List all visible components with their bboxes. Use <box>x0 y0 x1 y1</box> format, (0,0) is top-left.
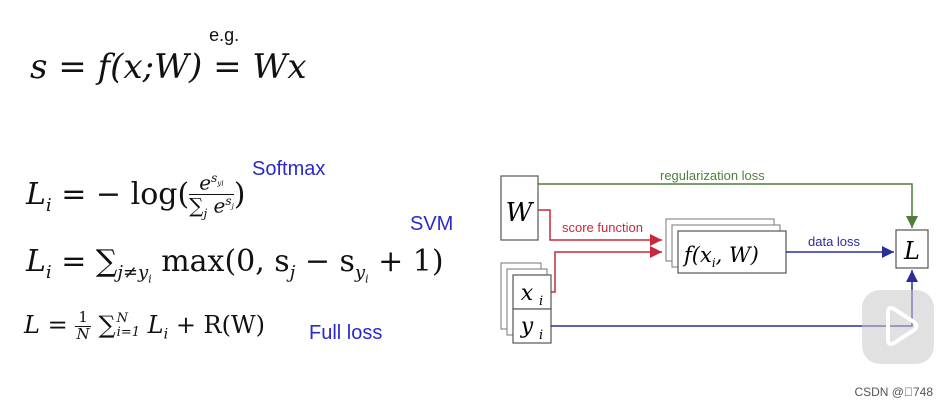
svm-sum-sub: j≠y <box>117 262 149 283</box>
svm-body: max(0, s <box>161 244 290 279</box>
score-eq: = <box>58 47 87 87</box>
watermark: CSDN @ 748 <box>854 385 933 399</box>
yi-box <box>512 308 552 344</box>
svm-sy-sub2: i <box>365 272 369 286</box>
l-box <box>895 229 929 269</box>
full-frac-den: N <box>76 324 90 343</box>
svm-label: SVM <box>410 213 454 235</box>
score-eq2: = <box>213 47 242 87</box>
regularization-arrow <box>538 183 918 228</box>
den-exp-sub: j <box>231 201 234 211</box>
softmax-neglog: − log( <box>95 176 190 212</box>
f-box <box>677 230 787 274</box>
svm-s-sub: j <box>289 262 296 283</box>
svm-sy-sub: y <box>354 262 366 283</box>
score-func: f(x;W) <box>97 47 203 87</box>
svm-eq: = <box>61 244 87 279</box>
svm-minus: − s <box>295 244 355 279</box>
full-Li: L <box>147 310 164 339</box>
softmax-lhs: L <box>26 176 46 212</box>
softmax-fraction: esyi ∑j esj <box>189 172 234 220</box>
svm-tail: + 1) <box>368 244 444 279</box>
num-exp-sub: y <box>217 178 222 188</box>
full-fraction: 1 N <box>75 309 91 343</box>
full-eq: = <box>47 310 68 339</box>
softmax-close: ) <box>233 176 246 212</box>
num-base: e <box>199 170 212 195</box>
l-text: L <box>903 237 920 265</box>
play-button[interactable] <box>862 290 934 364</box>
svm-sum-sub2: i <box>148 272 152 286</box>
score-function-label: score function <box>562 220 643 235</box>
yi-sub: i <box>539 328 543 343</box>
full-frac-num: 1 <box>75 309 91 327</box>
score-arrow-x <box>551 246 662 293</box>
full-plus: + R(W) <box>175 310 266 339</box>
den-sum: ∑ <box>189 193 204 218</box>
num-exp-sub2: i <box>221 178 224 188</box>
svm-lhs: L <box>26 244 46 279</box>
full-lhs: L <box>24 310 40 339</box>
den-sum-sub: j <box>203 206 208 221</box>
eg-label: e.g. <box>209 25 240 45</box>
svm-sum: ∑ <box>95 244 118 279</box>
score-rhs: Wx <box>252 47 307 87</box>
f-text: f(xi, W) <box>682 243 759 270</box>
softmax-denominator: ∑j esj <box>189 193 234 221</box>
softmax-label: Softmax <box>252 158 326 180</box>
w-box <box>500 175 539 241</box>
den-exp: s <box>225 193 232 208</box>
den-base: e <box>213 193 226 218</box>
full-loss-label: Full loss <box>309 322 383 344</box>
full-sum-sup: N <box>116 310 129 326</box>
score-formula: s = f(x;W) e.g. = Wx <box>30 25 307 87</box>
full-sum: ∑ <box>98 310 116 339</box>
softmax-formula: Li = − log( esyi ∑j esj ) <box>26 172 246 220</box>
score-arrow-w <box>538 209 662 246</box>
regularization-label: regularization loss <box>660 168 765 183</box>
f-text-tail: , W) <box>716 243 759 267</box>
f-text-head: f(x <box>682 243 712 267</box>
full-sum-sub: i=1 <box>116 325 140 341</box>
softmax-numerator: esyi <box>189 172 234 195</box>
yi-text: y <box>520 314 534 339</box>
label-arrow <box>551 270 918 327</box>
full-Li-sub: i <box>163 326 169 343</box>
f-text-sub: i <box>712 256 716 270</box>
play-icon <box>886 306 919 346</box>
num-exp: s <box>211 171 218 185</box>
softmax-eq: = <box>61 176 87 212</box>
softmax-lhs-sub: i <box>45 194 52 216</box>
svm-formula: Li = ∑j≠yi max(0, sj − syi + 1) <box>26 244 444 286</box>
data-loss-label: data loss <box>808 234 861 249</box>
xi-sub: i <box>539 294 543 309</box>
w-text: W <box>506 198 535 228</box>
score-lhs: s <box>30 47 48 87</box>
xi-text: x <box>521 281 534 306</box>
svm-lhs-sub: i <box>45 262 52 283</box>
